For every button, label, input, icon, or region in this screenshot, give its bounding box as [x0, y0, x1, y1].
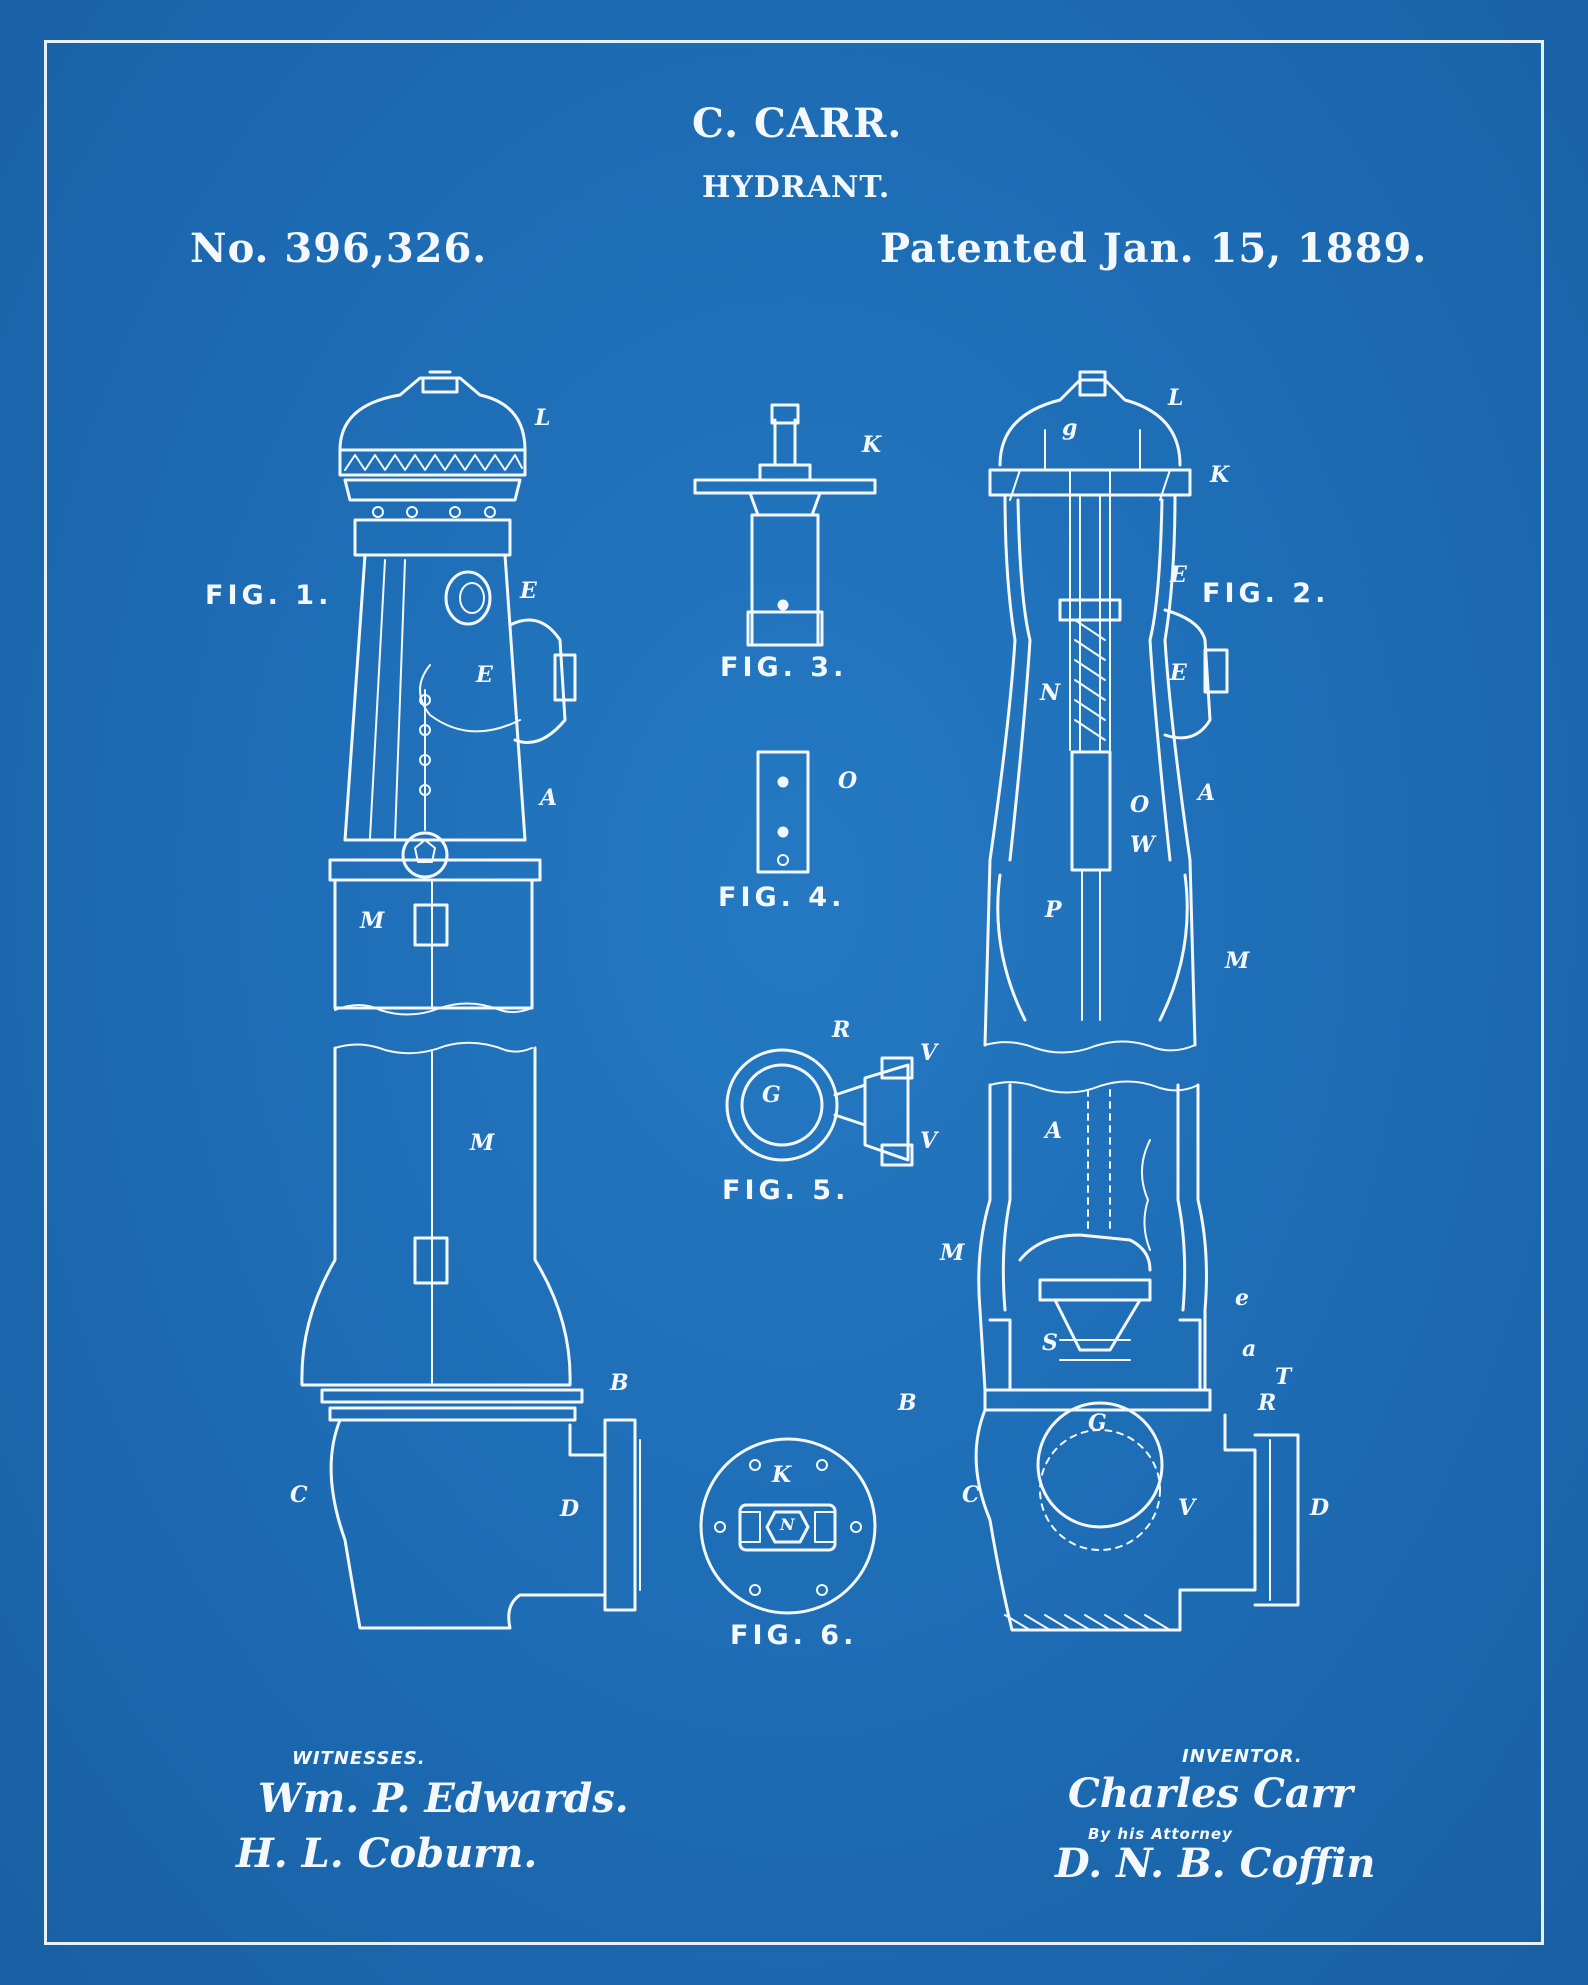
fig2-label-W: W: [1130, 832, 1155, 858]
fig2-label-S: S: [1042, 1330, 1058, 1356]
fig2-label-V: V: [1178, 1495, 1196, 1521]
fig2-label-g: g: [1062, 415, 1078, 441]
attorney-signature: D. N. B. Coffin: [1055, 1840, 1376, 1887]
inventor-signature: Charles Carr: [1068, 1770, 1353, 1817]
fig2-label-M-lower: M: [940, 1240, 965, 1266]
inventor-heading: INVENTOR.: [1182, 1746, 1303, 1767]
fig5-label-V-bottom: V: [920, 1128, 938, 1154]
fig1-label-E-upper: E: [520, 578, 537, 604]
patent-number: No. 396,326.: [190, 225, 488, 272]
fig1-label-M-upper: M: [360, 908, 385, 934]
fig2-label-M-upper: M: [1225, 948, 1250, 974]
fig4-caption: FIG. 4.: [718, 882, 846, 913]
fig2-label-D: D: [1310, 1495, 1330, 1521]
fig2-label-L: L: [1168, 385, 1184, 411]
fig2-label-O: O: [1130, 792, 1150, 818]
fig2-label-T: T: [1275, 1364, 1292, 1390]
fig1-label-D: D: [560, 1496, 580, 1522]
fig6-label-N: N: [780, 1515, 795, 1534]
fig6-caption: FIG. 6.: [730, 1620, 858, 1651]
fig1-label-A: A: [540, 785, 558, 811]
fig2-label-K: K: [1210, 462, 1230, 488]
header-inventor-name: C. CARR.: [692, 100, 903, 147]
fig5-drawing: [725, 1048, 914, 1167]
fig1-label-B: B: [610, 1370, 629, 1396]
fig2-drawing: [974, 370, 1300, 1632]
fig2-label-A-lower: A: [1045, 1118, 1063, 1144]
fig2-label-E-lower: E: [1170, 660, 1187, 686]
fig2-label-R: R: [1258, 1390, 1277, 1416]
fig1-label-C: C: [290, 1482, 308, 1508]
fig2-label-a: a: [1242, 1336, 1257, 1362]
fig5-label-V-top: V: [920, 1040, 938, 1066]
witness-signature-2: H. L. Coburn.: [236, 1830, 538, 1877]
fig2-caption: FIG. 2.: [1202, 578, 1330, 609]
fig4-drawing: [756, 750, 810, 874]
fig1-label-M-lower: M: [470, 1130, 495, 1156]
witnesses-heading: WITNESSES.: [292, 1748, 426, 1769]
fig5-label-G: G: [762, 1082, 781, 1108]
fig2-label-B: B: [898, 1390, 917, 1416]
fig1-drawing: [300, 370, 641, 1630]
fig2-label-C: C: [962, 1482, 980, 1508]
fig4-label-O: O: [838, 768, 858, 794]
fig3-label-K: K: [862, 432, 882, 458]
patent-date: Patented Jan. 15, 1889.: [880, 225, 1428, 272]
fig3-drawing: [693, 403, 877, 647]
fig1-label-E-lower: E: [476, 662, 493, 688]
fig2-label-P: P: [1045, 897, 1062, 923]
fig1-caption: FIG. 1.: [205, 580, 333, 611]
fig6-drawing: [699, 1437, 877, 1615]
fig2-label-e: e: [1235, 1285, 1249, 1311]
fig6-label-K: K: [772, 1462, 792, 1488]
fig2-label-E-upper: E: [1170, 562, 1187, 588]
fig2-label-N: N: [1040, 680, 1061, 706]
border-frame: [44, 40, 1544, 1945]
header-title: HYDRANT.: [702, 170, 891, 205]
witness-signature-1: Wm. P. Edwards.: [258, 1775, 629, 1822]
fig5-caption: FIG. 5.: [722, 1175, 850, 1206]
fig1-label-L: L: [535, 405, 551, 431]
fig3-caption: FIG. 3.: [720, 652, 848, 683]
fig2-label-G: G: [1088, 1410, 1107, 1436]
attorney-by-line: By his Attorney: [1088, 1825, 1233, 1843]
fig5-label-R: R: [832, 1017, 851, 1043]
fig2-label-A-upper: A: [1198, 780, 1216, 806]
